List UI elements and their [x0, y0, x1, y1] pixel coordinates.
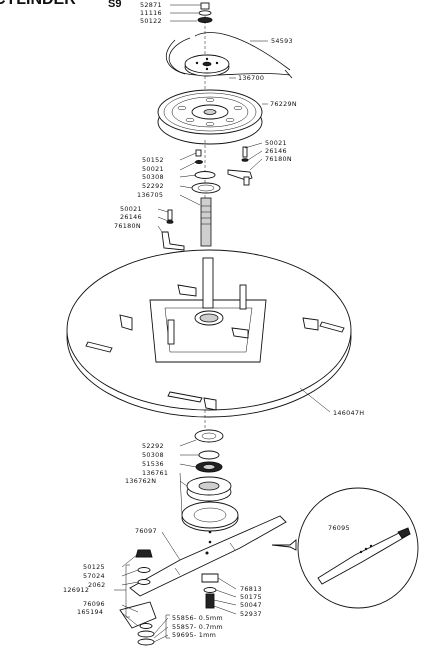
label-50047: 50047 — [240, 601, 262, 609]
label-52937: 52937 — [240, 610, 262, 618]
label-50308-upper: 50308 — [142, 173, 164, 181]
label-52292-upper: 52292 — [142, 182, 164, 190]
label-165194: 165194 — [77, 608, 103, 616]
label-26146-right: 26146 — [265, 147, 287, 155]
label-136762N: 136762N — [125, 477, 156, 485]
label-50021-mid: 50021 — [142, 165, 164, 173]
label-126912: 126912 — [63, 586, 89, 594]
part-top-nut — [197, 2, 213, 24]
label-26146-left: 26146 — [120, 213, 142, 221]
part-shaft — [200, 197, 212, 247]
label-76095: 76095 — [328, 524, 350, 532]
diagram-title: CYLINDER — [0, 0, 76, 8]
diagram-subtitle: S9 — [108, 0, 121, 10]
detail-inset — [271, 487, 419, 609]
label-55856: 55856- 0.5mm — [172, 614, 223, 622]
label-55857: 55857- 0.7mm — [172, 623, 223, 631]
part-belt — [165, 32, 293, 79]
label-57024: 57024 — [83, 572, 105, 580]
part-lower-bearing-stack — [194, 429, 224, 473]
part-lower-hub — [186, 476, 232, 502]
label-76813: 76813 — [240, 585, 262, 593]
part-drum-plate — [66, 249, 352, 418]
label-11116: 11116 — [140, 9, 162, 17]
part-lower-disk — [181, 501, 239, 550]
label-52292-lower: 52292 — [142, 442, 164, 450]
part-shims — [137, 630, 155, 646]
leader-lines — [114, 4, 331, 643]
part-large-pulley — [157, 89, 263, 145]
label-136705: 136705 — [137, 191, 163, 199]
part-left-bracket — [161, 209, 185, 251]
label-50125: 50125 — [83, 563, 105, 571]
part-right-fasteners — [201, 573, 219, 609]
part-right-bracket — [227, 146, 253, 186]
part-pulley-hub — [184, 54, 230, 77]
label-76180N-right: 76180N — [265, 155, 292, 163]
label-76097: 76097 — [135, 527, 157, 535]
label-50122: 50122 — [140, 17, 162, 25]
label-2062: 2062 — [88, 581, 105, 589]
label-50308-lower: 50308 — [142, 451, 164, 459]
label-76229N: 76229N — [270, 100, 297, 108]
label-136761: 136761 — [142, 469, 168, 477]
label-51536: 51536 — [142, 460, 164, 468]
part-upper-bearing-stack — [191, 149, 221, 194]
label-59695: 59695- 1mm — [172, 631, 216, 639]
label-76180N-left: 76180N — [114, 222, 141, 230]
label-54593: 54593 — [271, 37, 293, 45]
label-50175: 50175 — [240, 593, 262, 601]
label-50021-left: 50021 — [120, 205, 142, 213]
label-50152: 50152 — [142, 156, 164, 164]
label-50021-right: 50021 — [265, 139, 287, 147]
label-76096: 76096 — [83, 600, 105, 608]
part-left-fasteners — [119, 549, 157, 629]
label-52871: 52871 — [140, 1, 162, 9]
label-146047H: 146047H — [333, 409, 364, 417]
label-136700: 136700 — [238, 74, 264, 82]
